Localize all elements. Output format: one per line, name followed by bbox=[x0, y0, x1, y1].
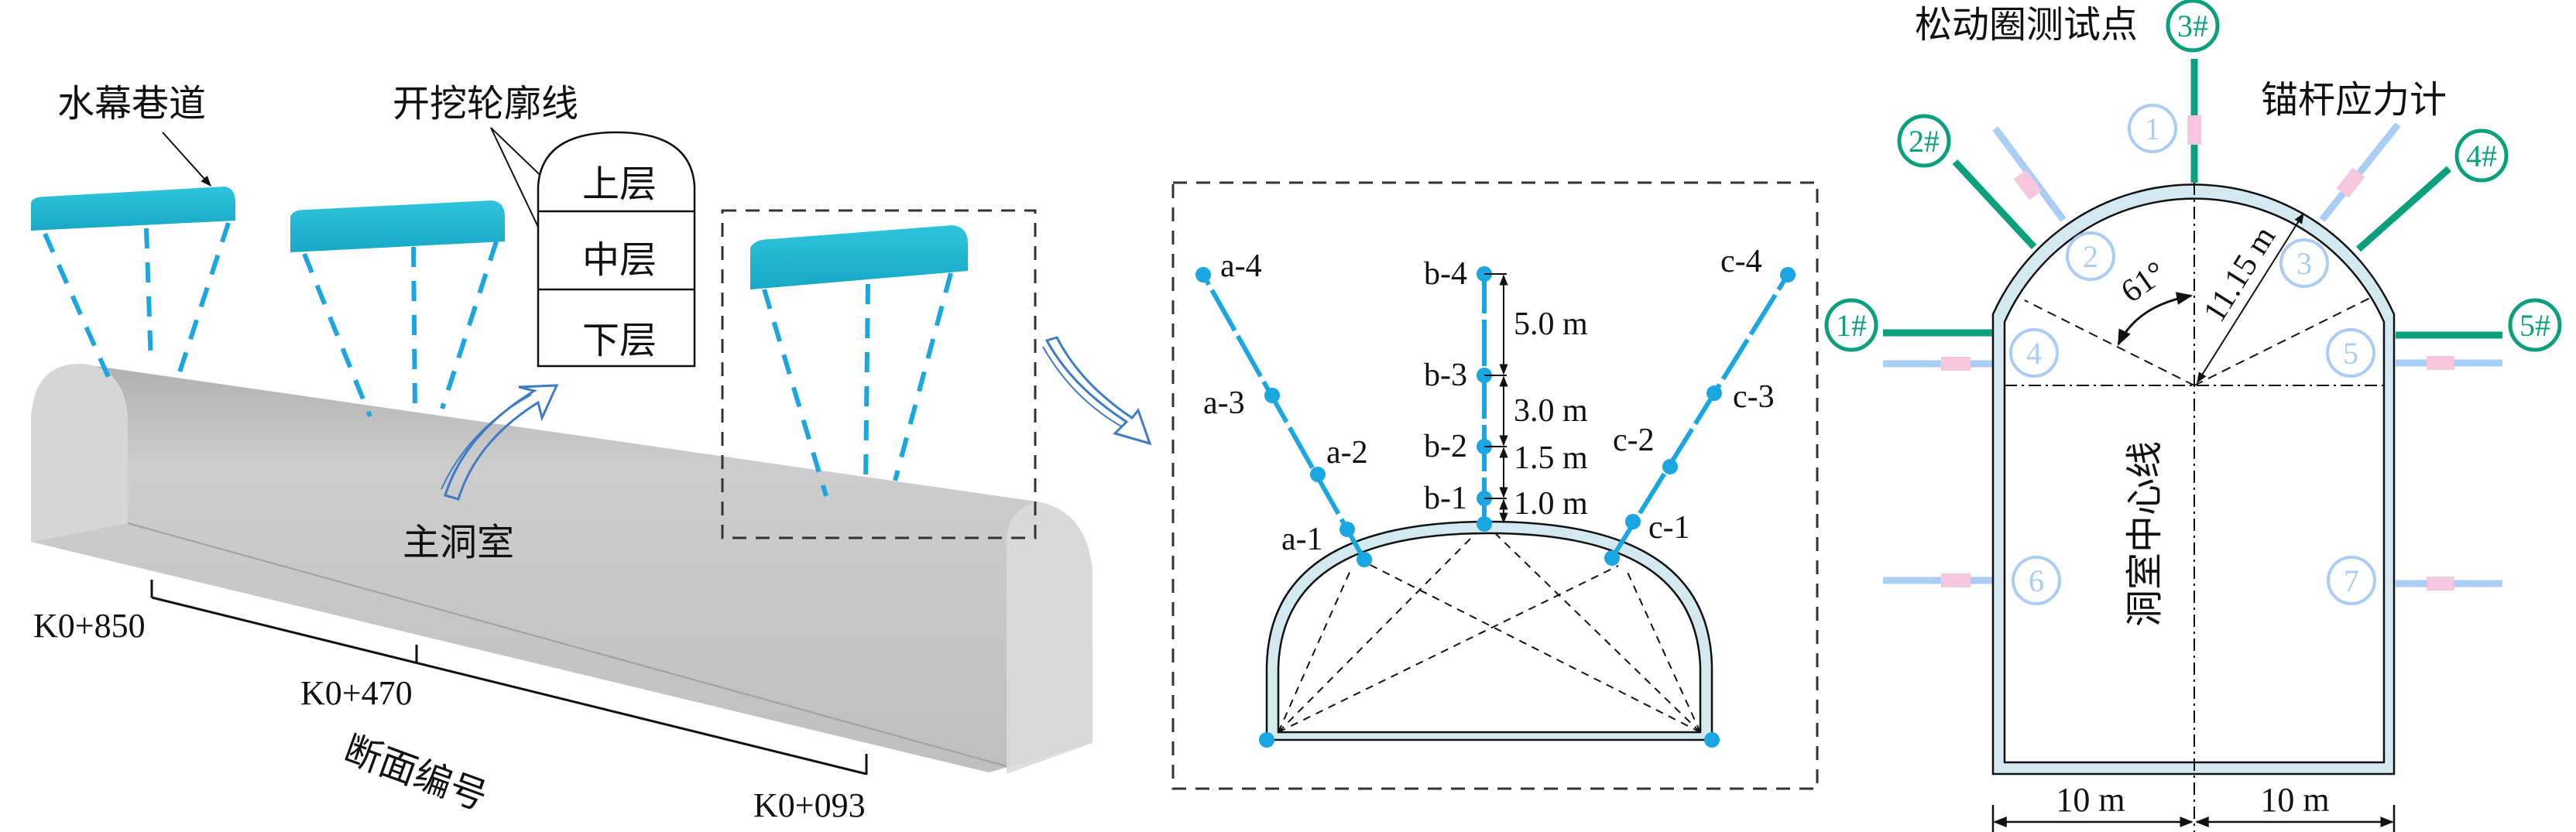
stress-meter-5: 5 bbox=[2343, 336, 2358, 371]
loose-zone-2: 2# bbox=[1909, 124, 1940, 159]
angle-arc bbox=[2117, 292, 2194, 346]
spacing-5-0: 5.0 m bbox=[1514, 306, 1588, 342]
water-curtain-tunnel-2 bbox=[290, 200, 505, 418]
point-a-2 bbox=[1310, 467, 1326, 482]
borehole-b bbox=[1477, 266, 1492, 532]
excavation-outline-label: 开挖轮廓线 bbox=[393, 84, 578, 125]
stress-meter-2: 2 bbox=[2083, 239, 2098, 274]
point-a-3 bbox=[1264, 388, 1280, 403]
point-c-2 bbox=[1662, 459, 1678, 474]
point-c-4 bbox=[1780, 267, 1796, 282]
loose-zone-label: 松动圈测试点 bbox=[1915, 5, 2138, 46]
stress-meter-numbers: 1 2 3 4 5 6 7 bbox=[2026, 111, 2359, 598]
water-curtain-label: 水幕巷道 bbox=[57, 84, 206, 125]
stress-meter-6: 6 bbox=[2029, 563, 2044, 598]
loose-zone-4: 4# bbox=[2466, 139, 2497, 173]
stress-meter-markers bbox=[2009, 104, 2376, 605]
stress-meter-4: 4 bbox=[2026, 336, 2042, 371]
borehole-a bbox=[1195, 267, 1372, 567]
excavation-layer-diagram: 上层 中层 下层 bbox=[537, 131, 696, 368]
section-number-label: 断面编号 bbox=[338, 729, 492, 818]
stress-meter-7: 7 bbox=[2344, 563, 2359, 598]
loose-zone-numbers: 1# 2# 3# 4# 5# bbox=[1836, 9, 2550, 343]
point-a-1 bbox=[1339, 522, 1355, 537]
cavern-left-end bbox=[31, 364, 128, 542]
label-a-1: a-1 bbox=[1281, 522, 1323, 557]
station-bracket bbox=[150, 580, 868, 776]
section-corner-right bbox=[1704, 732, 1720, 748]
label-b-1: b-1 bbox=[1424, 481, 1467, 516]
label-a-2: a-2 bbox=[1326, 435, 1368, 471]
layer-upper: 上层 bbox=[582, 164, 657, 205]
stress-meter-3: 3 bbox=[2296, 246, 2312, 281]
spacing-1-0: 1.0 m bbox=[1514, 486, 1588, 522]
main-cavern-3d bbox=[31, 364, 1092, 774]
water-curtain-tunnel-3 bbox=[750, 225, 968, 497]
section-corner-left bbox=[1259, 732, 1274, 748]
middle-panel: a-4 a-3 a-2 a-1 b-4 b-3 b-2 b-1 c-4 c-3 … bbox=[1171, 181, 1819, 790]
stress-meter-1: 1 bbox=[2145, 111, 2160, 146]
loose-zone-markers bbox=[1824, 0, 2562, 352]
dashed-detail-box bbox=[721, 209, 1037, 539]
label-c-2: c-2 bbox=[1613, 423, 1655, 458]
spacing-dimensions bbox=[1484, 273, 1508, 524]
label-c-3: c-3 bbox=[1733, 379, 1775, 415]
label-c-1: c-1 bbox=[1648, 510, 1690, 546]
loose-zone-3: 3# bbox=[2177, 9, 2208, 43]
point-c-3 bbox=[1706, 385, 1722, 401]
label-a-4: a-4 bbox=[1220, 248, 1262, 284]
main-cavern-label: 主洞室 bbox=[403, 522, 514, 563]
layer-middle: 中层 bbox=[582, 240, 657, 281]
point-c-1 bbox=[1625, 514, 1641, 529]
sketch-arrow-icon bbox=[441, 384, 559, 501]
anchor-stress-label: 锚杆应力计 bbox=[2261, 80, 2447, 121]
loose-zone-5: 5# bbox=[2519, 308, 2550, 343]
spacing-3-0: 3.0 m bbox=[1514, 393, 1588, 429]
point-a-4 bbox=[1195, 267, 1211, 282]
half-width-right: 10 m bbox=[2260, 781, 2329, 819]
borehole-c bbox=[1604, 267, 1796, 566]
label-b-2: b-2 bbox=[1424, 429, 1467, 464]
centerline-label: 洞室中心线 bbox=[2125, 441, 2166, 627]
radius-arrow bbox=[2197, 212, 2304, 384]
loose-zone-1: 1# bbox=[1836, 308, 1867, 343]
left-panel: 水幕巷道 开挖轮廓线 上层 中层 下层 主洞室 K0+850 K0+47 bbox=[31, 84, 1152, 824]
water-curtain-tunnel-1 bbox=[31, 187, 235, 384]
cavern-body bbox=[31, 364, 1092, 772]
label-a-3: a-3 bbox=[1203, 385, 1245, 421]
half-width-left: 10 m bbox=[2056, 781, 2125, 819]
station-k0-093: K0+093 bbox=[753, 786, 866, 824]
station-k0-850: K0+850 bbox=[33, 607, 146, 645]
layer-lower: 下层 bbox=[582, 320, 657, 361]
water-curtain-pointer bbox=[162, 132, 211, 187]
cavern-right-end bbox=[1007, 502, 1092, 774]
station-k0-470: K0+470 bbox=[300, 674, 413, 712]
stress-sensors bbox=[1941, 115, 2454, 591]
width-dimension bbox=[1991, 805, 2396, 832]
spacing-1-5: 1.5 m bbox=[1514, 440, 1588, 476]
label-c-4: c-4 bbox=[1720, 244, 1762, 279]
cavern-edge bbox=[127, 522, 1007, 767]
cavern-section bbox=[1265, 520, 1713, 741]
right-panel: 11.15 m 61° 洞室中心线 1 2 3 4 5 6 7 1# 2# 3#… bbox=[1824, 0, 2562, 832]
cavern-cross-section bbox=[1991, 183, 2396, 832]
sketch-arrow-down-icon bbox=[1042, 336, 1152, 446]
label-b-4: b-4 bbox=[1424, 256, 1467, 292]
label-b-3: b-3 bbox=[1424, 358, 1467, 393]
